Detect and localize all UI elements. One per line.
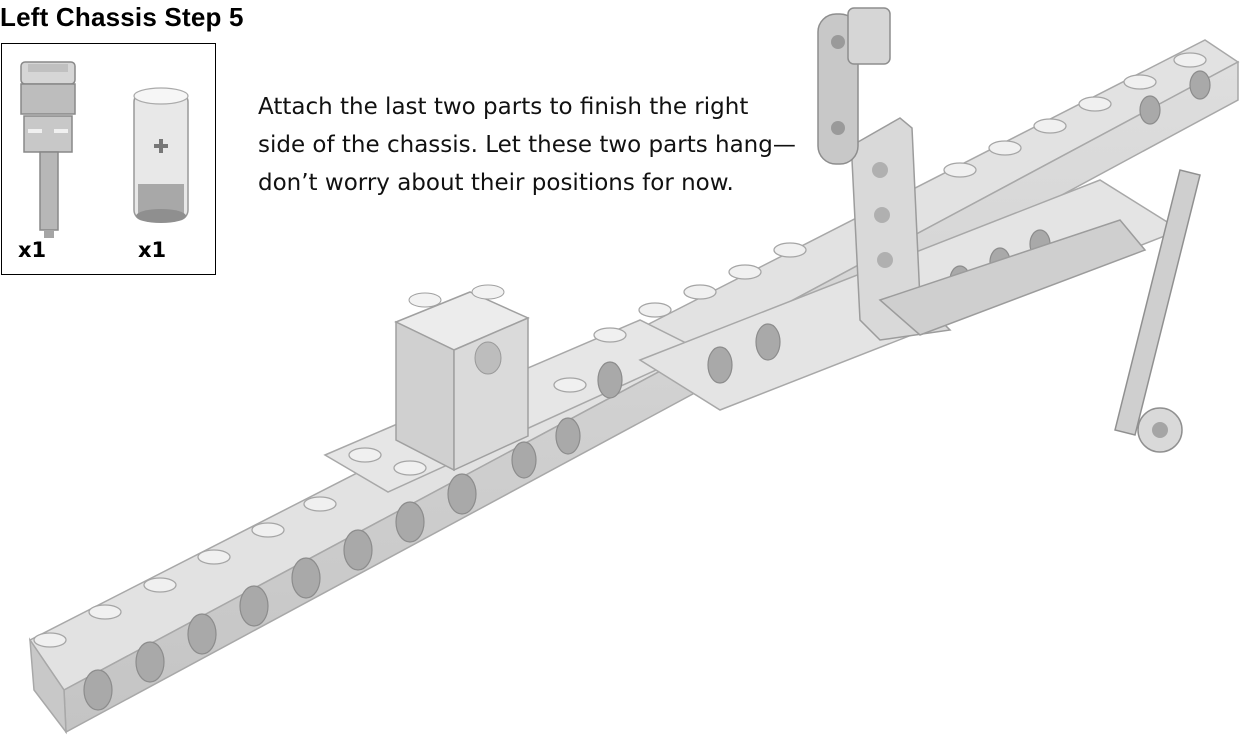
- tower-block: [396, 285, 528, 470]
